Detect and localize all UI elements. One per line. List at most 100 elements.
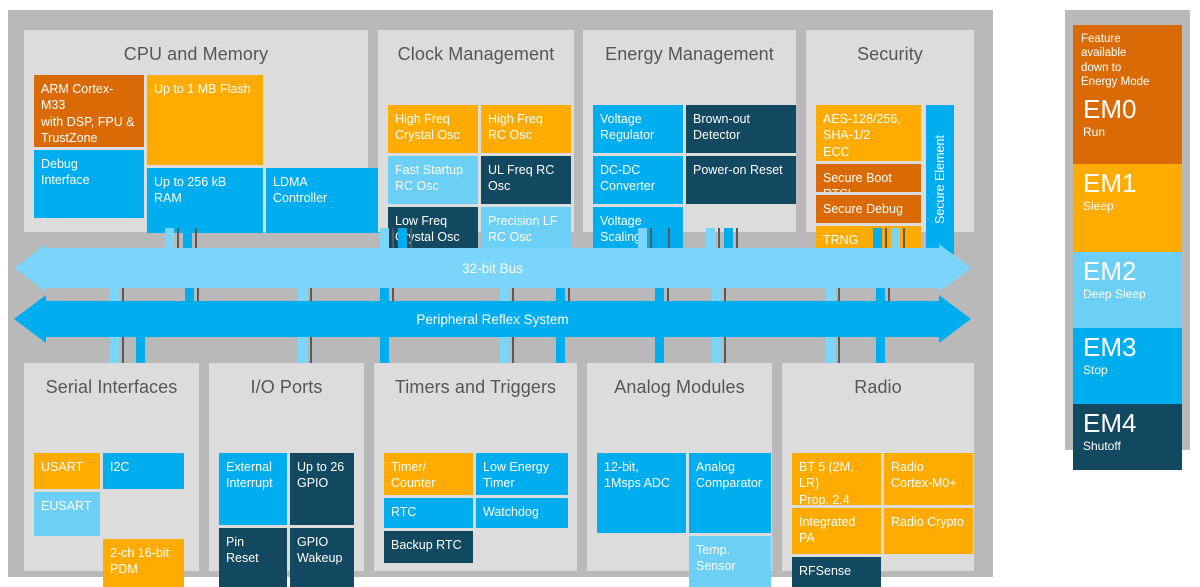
block-ul-freq-rc-osc[interactable]: UL Freq RC Osc xyxy=(481,156,571,204)
block-up-to-1-mb-flash[interactable]: Up to 1 MB Flash xyxy=(147,75,263,165)
bus-connector-stub xyxy=(110,288,119,304)
bus-connector-stub xyxy=(380,228,389,250)
block-radio-crypto[interactable]: Radio Crypto xyxy=(884,508,973,554)
block-analog-comparator[interactable]: Analog Comparator xyxy=(689,453,771,533)
block-precision-lf-rc-osc[interactable]: Precision LF RC Osc xyxy=(481,207,571,255)
block-brown-out-detector[interactable]: Brown-out Detector xyxy=(686,105,796,153)
bus-connector-stub xyxy=(706,228,715,250)
block-pin-reset[interactable]: Pin Reset xyxy=(219,528,287,587)
bus-connector-stub xyxy=(826,337,835,363)
bus-connector-stub xyxy=(185,288,194,304)
block-ldma-controller[interactable]: LDMA Controller xyxy=(266,168,379,233)
bus-prs-arrow-left xyxy=(14,295,46,343)
group-title-i-o-ports: I/O Ports xyxy=(250,377,323,397)
block-temp-sensor[interactable]: Temp. Sensor xyxy=(689,536,771,587)
legend-note-text: Feature available down to Energy Mode xyxy=(1081,33,1150,89)
block-up-to-256-kb-ram[interactable]: Up to 256 kB RAM xyxy=(147,168,263,233)
bus-connector-stub xyxy=(380,288,389,304)
bus-prs-label: Peripheral Reflex System xyxy=(416,311,569,327)
legend-code-em0: EM0 xyxy=(1083,93,1137,124)
bus-connector-stub xyxy=(655,288,664,304)
group-blocks-cpu-and-memory: ARM Cortex-M33 with DSP, FPU & TrustZone… xyxy=(34,75,379,233)
bus-divider-line xyxy=(668,228,670,250)
bus-connector-stub xyxy=(712,288,721,304)
block-external-interrupt[interactable]: External Interrupt xyxy=(219,453,287,525)
bus-connector-stub xyxy=(110,337,119,363)
legend-name-em0: Run xyxy=(1083,124,1106,139)
bus-32bit-arrow-right xyxy=(939,244,971,292)
legend-code-em4: EM4 xyxy=(1083,408,1137,438)
bus-connector-stub xyxy=(380,337,389,363)
block-power-on-reset[interactable]: Power-on Reset xyxy=(686,156,796,204)
bus-prs-bar xyxy=(46,301,939,337)
block-backup-rtc[interactable]: Backup RTC xyxy=(384,531,473,563)
group-title-cpu-and-memory: CPU and Memory xyxy=(123,44,269,64)
bus-connector-stub xyxy=(165,228,174,250)
block-usart[interactable]: USART xyxy=(34,453,100,489)
block-high-freq-crystal-osc[interactable]: High Freq Crystal Osc xyxy=(388,105,478,153)
bus-connector-stub xyxy=(398,228,407,250)
group-title-analog-modules: Analog Modules xyxy=(614,377,745,397)
bus-divider-line xyxy=(410,228,412,250)
block-watchdog[interactable]: Watchdog xyxy=(476,498,568,528)
block-aes-128-256-sha-1-2-ecc[interactable]: AES-128/256, SHA-1/2 ECC xyxy=(816,105,921,161)
block-i2c[interactable]: I2C xyxy=(103,453,184,489)
legend-code-em1: EM1 xyxy=(1083,168,1137,198)
bus-connector-stub xyxy=(298,288,307,304)
bus-connector-stub xyxy=(500,337,509,363)
block-secure-element[interactable]: Secure Element xyxy=(926,105,954,254)
block-secure-debug[interactable]: Secure Debug xyxy=(816,195,921,223)
bus-32bit-bar xyxy=(46,248,939,288)
group-blocks-radio: BT 5 (2M, LR) Prop. 2.4 GHzRadio Cortex-… xyxy=(792,408,973,587)
block-12-bit-1msps-adc[interactable]: 12-bit, 1Msps ADC xyxy=(597,453,686,533)
block-high-freq-rc-osc[interactable]: High Freq RC Osc xyxy=(481,105,571,153)
block-secure-boot-rtsl[interactable]: Secure Boot RTSL xyxy=(816,164,921,192)
block-dc-dc-converter[interactable]: DC-DC Converter xyxy=(593,156,683,204)
bus-32bit: 32-bit Bus xyxy=(14,244,971,292)
block-arm-cortex-m33-with-dsp-fpu-trustzone[interactable]: ARM Cortex-M33 with DSP, FPU & TrustZone xyxy=(34,75,144,147)
bus-connector-stub xyxy=(712,337,721,363)
block-eusart[interactable]: EUSART xyxy=(34,492,100,536)
block-debug-interface[interactable]: Debug Interface xyxy=(34,150,144,218)
block-up-to-26-gpio[interactable]: Up to 26 GPIO xyxy=(290,453,354,525)
block-rfsense[interactable]: RFSense xyxy=(792,557,881,587)
bus-connector-stub xyxy=(638,228,647,250)
block-rtc[interactable]: RTC xyxy=(384,498,473,528)
bus-connector-stub xyxy=(891,228,900,250)
bus-connector-stub xyxy=(724,228,733,250)
bus-connector-stub xyxy=(876,288,885,304)
block-gpio-wakeup[interactable]: GPIO Wakeup xyxy=(290,528,354,587)
block-radio-cortex-m0[interactable]: Radio Cortex-M0+ xyxy=(884,453,973,505)
bus-peripheral-reflex-system: Peripheral Reflex System xyxy=(14,295,971,343)
block-2-ch-16-bit-pdm[interactable]: 2-ch 16-bit PDM xyxy=(103,539,184,587)
group-blocks-security: AES-128/256, SHA-1/2 ECC Secure Boot RTSL… xyxy=(816,75,964,254)
block-low-energy-timer[interactable]: Low Energy Timer xyxy=(476,453,568,495)
block-integrated-pa[interactable]: Integrated PA xyxy=(792,508,881,554)
bus-divider-line xyxy=(195,228,197,250)
legend-name-em3: Stop xyxy=(1083,363,1108,377)
block-fast-startup-rc-osc[interactable]: Fast Startup RC Osc xyxy=(388,156,478,204)
block-timer-counter[interactable]: Timer/ Counter xyxy=(384,453,473,495)
legend-name-em1: Sleep xyxy=(1083,199,1114,213)
bus-connector-stub xyxy=(500,288,509,304)
block-bt-5-2m-lr-prop-2-4-ghz[interactable]: BT 5 (2M, LR) Prop. 2.4 GHz xyxy=(792,453,881,505)
bus-connector-stub xyxy=(876,337,885,363)
block-voltage-regulator[interactable]: Voltage Regulator xyxy=(593,105,683,153)
bus-prs-arrow-right xyxy=(939,295,971,343)
